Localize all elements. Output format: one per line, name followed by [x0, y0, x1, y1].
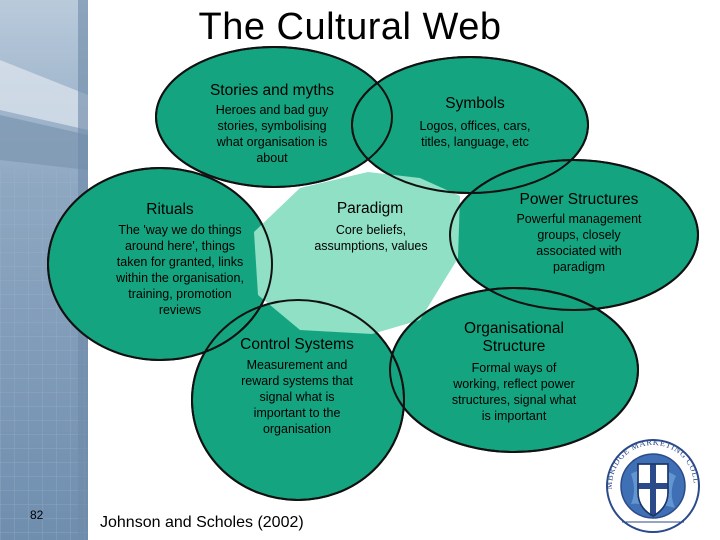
power-heading: Power Structures: [519, 191, 639, 208]
citation: Johnson and Scholes (2002): [100, 514, 304, 531]
rituals-body: The 'way we do things around here', thin…: [116, 223, 244, 317]
stories-heading: Stories and myths: [209, 82, 335, 99]
control-body: Measurement and reward systems that sign…: [241, 358, 353, 436]
paradigm-heading: Paradigm: [336, 200, 404, 217]
college-crest-icon: CAMBRIDGE MARKETING COLLEGE: [595, 422, 708, 539]
rituals-heading: Rituals: [146, 201, 194, 218]
org-heading: Organisational Structure: [464, 320, 564, 355]
paradigm-body: Core beliefs, assumptions, values: [314, 223, 428, 253]
symbols-heading: Symbols: [445, 95, 505, 112]
power-body: Powerful management groups, closely asso…: [516, 212, 642, 274]
org-body: Formal ways of working, reflect power st…: [451, 361, 577, 423]
page-title: The Cultural Web: [198, 6, 502, 48]
slide-number: 82: [30, 508, 44, 522]
stories-body: Heroes and bad guy stories, symbolising …: [215, 103, 329, 165]
control-heading: Control Systems: [240, 336, 354, 353]
paradigm-area: [254, 172, 460, 334]
symbols-body: Logos, offices, cars, titles, language, …: [419, 119, 531, 149]
